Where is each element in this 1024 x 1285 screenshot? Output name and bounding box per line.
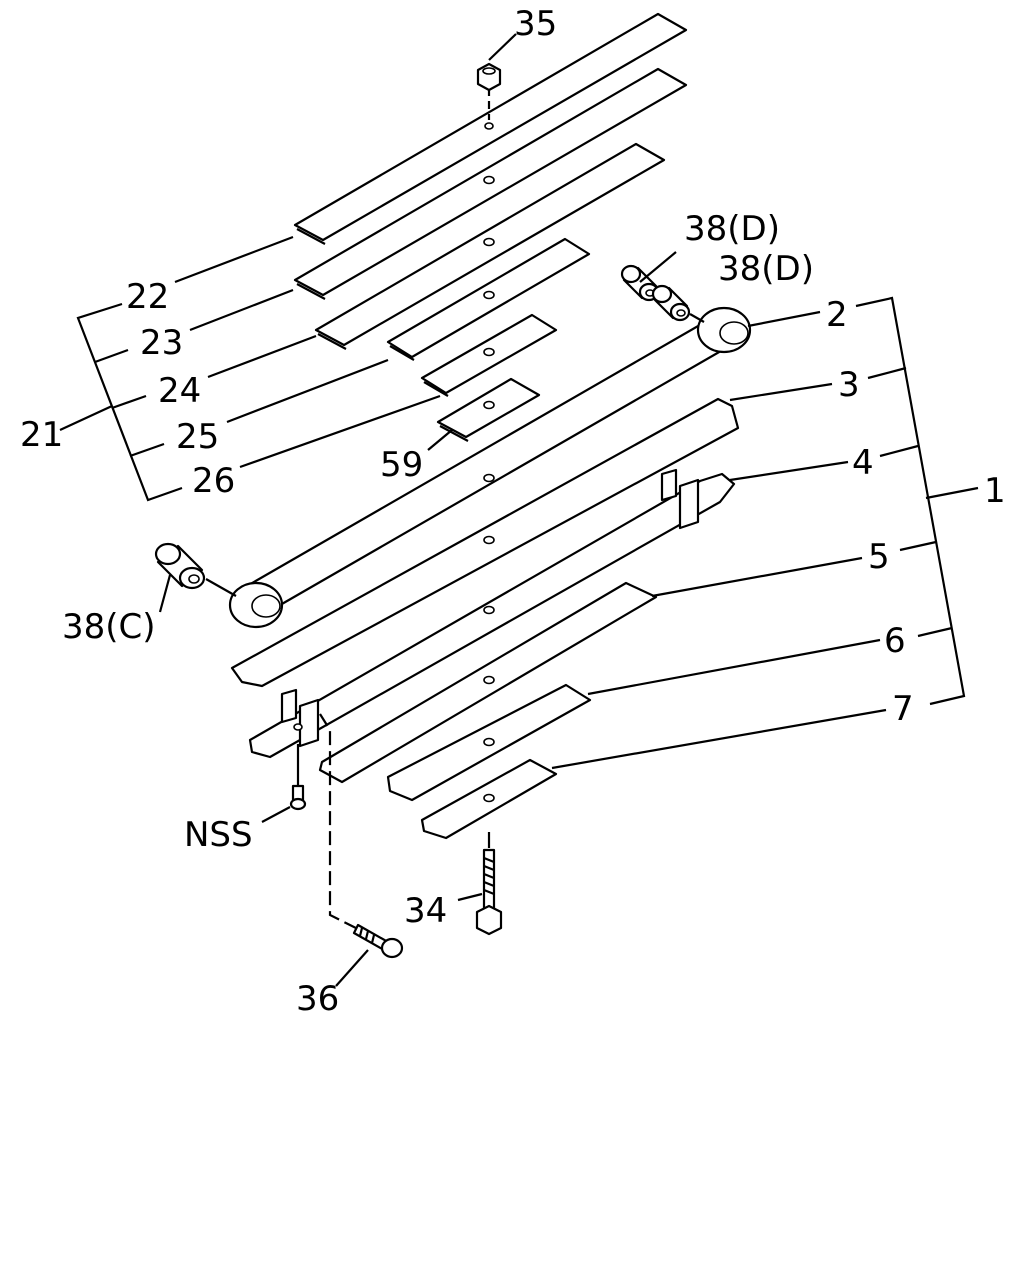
label-6: 6 (884, 621, 906, 661)
label-7: 7 (892, 689, 914, 729)
label-nss: NSS (184, 815, 253, 855)
bracket-1 (855, 296, 979, 706)
clip-bolt-nss (289, 744, 307, 811)
label-3: 3 (838, 365, 860, 405)
label-4: 4 (852, 443, 874, 483)
plate-59 (436, 377, 541, 442)
leaf-26 (420, 313, 558, 397)
label-5: 5 (868, 537, 890, 577)
leader-lines (158, 33, 887, 987)
nut-35 (476, 62, 502, 130)
leaf-7 (420, 758, 558, 840)
bushing-38d-b (651, 284, 705, 323)
label-34: 34 (404, 891, 447, 931)
label-26: 26 (192, 461, 235, 501)
label-23: 23 (140, 323, 183, 363)
leaf-23 (293, 67, 688, 300)
label-2: 2 (826, 295, 848, 335)
label-25: 25 (176, 417, 219, 457)
bolt-36 (319, 713, 404, 959)
center-bolt-34 (475, 832, 503, 936)
label-38d-b: 38(D) (718, 249, 814, 289)
leaf-3 (230, 397, 740, 688)
label-38c: 38(C) (62, 607, 156, 647)
label-59: 59 (380, 445, 423, 485)
leaf-6 (386, 683, 592, 802)
label-22: 22 (126, 277, 169, 317)
leaf-5 (318, 581, 658, 784)
main-leaf-2 (228, 306, 752, 629)
label-35: 35 (514, 4, 557, 44)
bushing-38c (154, 542, 237, 597)
label-21: 21 (20, 415, 63, 455)
label-38d-a: 38(D) (684, 209, 780, 249)
leaf-25 (386, 237, 591, 361)
label-24: 24 (158, 371, 201, 411)
bracket-21 (59, 302, 183, 502)
leaf-24 (314, 142, 666, 350)
label-1: 1 (984, 471, 1006, 511)
leaf-4 (248, 468, 736, 759)
label-36: 36 (296, 979, 339, 1019)
callout-labels: 35 38(D) 38(D) 22 23 24 25 26 21 59 2 3 … (20, 4, 1006, 1019)
